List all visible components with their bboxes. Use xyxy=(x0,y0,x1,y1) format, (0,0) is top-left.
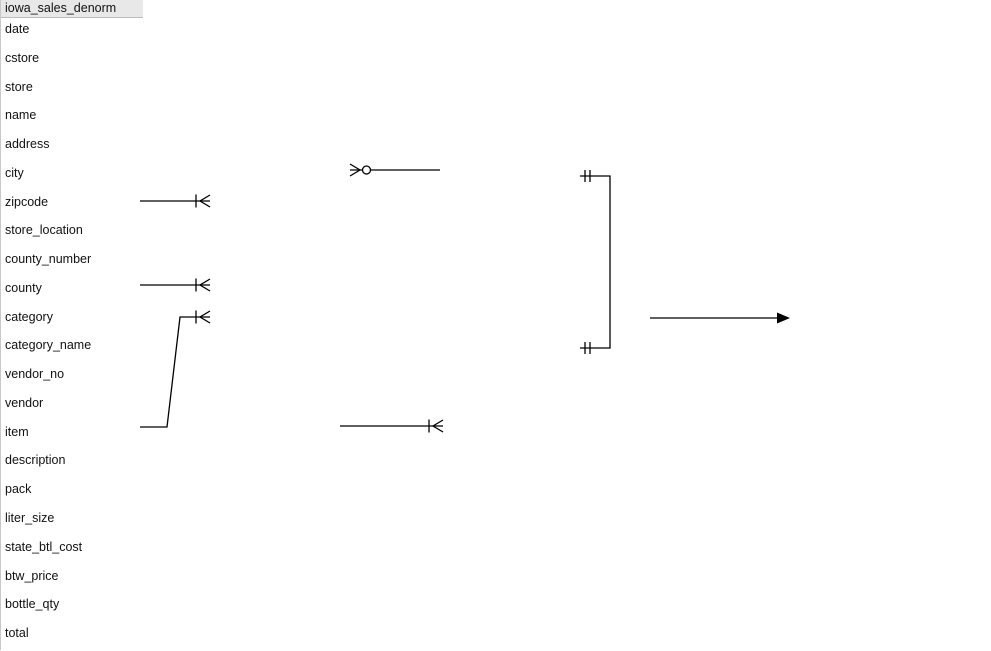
field-row: name xyxy=(5,108,37,123)
field-row: bottle_qty xyxy=(5,597,60,612)
field-list: date cstore store name address city zipcode sto… xyxy=(1,18,143,651)
field-row: store xyxy=(5,79,33,94)
field-row: vendor xyxy=(5,395,44,410)
field-row: date xyxy=(5,22,30,36)
crow-foot-icon xyxy=(198,278,211,292)
field-row: state_btl_cost xyxy=(5,539,83,554)
connector-item-sales[interactable] xyxy=(140,310,211,428)
field-row: total xyxy=(5,626,29,641)
field-row: county xyxy=(5,280,42,295)
optional-circle-icon xyxy=(361,165,372,175)
field-row: zipcode xyxy=(5,194,49,209)
field-row: address xyxy=(5,137,50,152)
arrow-head-icon xyxy=(777,312,790,324)
field-row: category_name xyxy=(5,338,92,353)
field-row: category xyxy=(5,309,53,324)
field-row: btw_price xyxy=(5,568,59,583)
field-row: cstore xyxy=(5,50,40,65)
field-row: city xyxy=(5,165,24,180)
denormalization-arrow[interactable] xyxy=(650,312,790,324)
field-row: liter_size xyxy=(5,511,55,526)
field-row: vendor_no xyxy=(5,367,65,382)
field-row: item xyxy=(5,424,29,439)
field-row: pack xyxy=(5,482,32,497)
crow-foot-icon xyxy=(198,194,211,208)
field-row: description xyxy=(5,453,66,468)
table-iowa-sales-denorm[interactable]: iowa_sales_denorm date cstore store name add… xyxy=(0,0,143,650)
table-title: iowa_sales_denorm xyxy=(1,0,143,18)
crow-foot-icon xyxy=(349,163,362,177)
crow-foot-icon xyxy=(198,310,211,324)
connector-category-sales[interactable] xyxy=(140,194,211,208)
connector-convenience-store-store[interactable] xyxy=(580,170,611,354)
connector-sales-convenience-store[interactable] xyxy=(349,163,440,177)
field-row: store_location xyxy=(5,223,83,238)
crow-foot-icon xyxy=(431,419,444,433)
connector-county-store[interactable] xyxy=(340,419,444,433)
connector-vendor-sales[interactable] xyxy=(140,278,211,292)
field-row: county_number xyxy=(5,252,92,267)
